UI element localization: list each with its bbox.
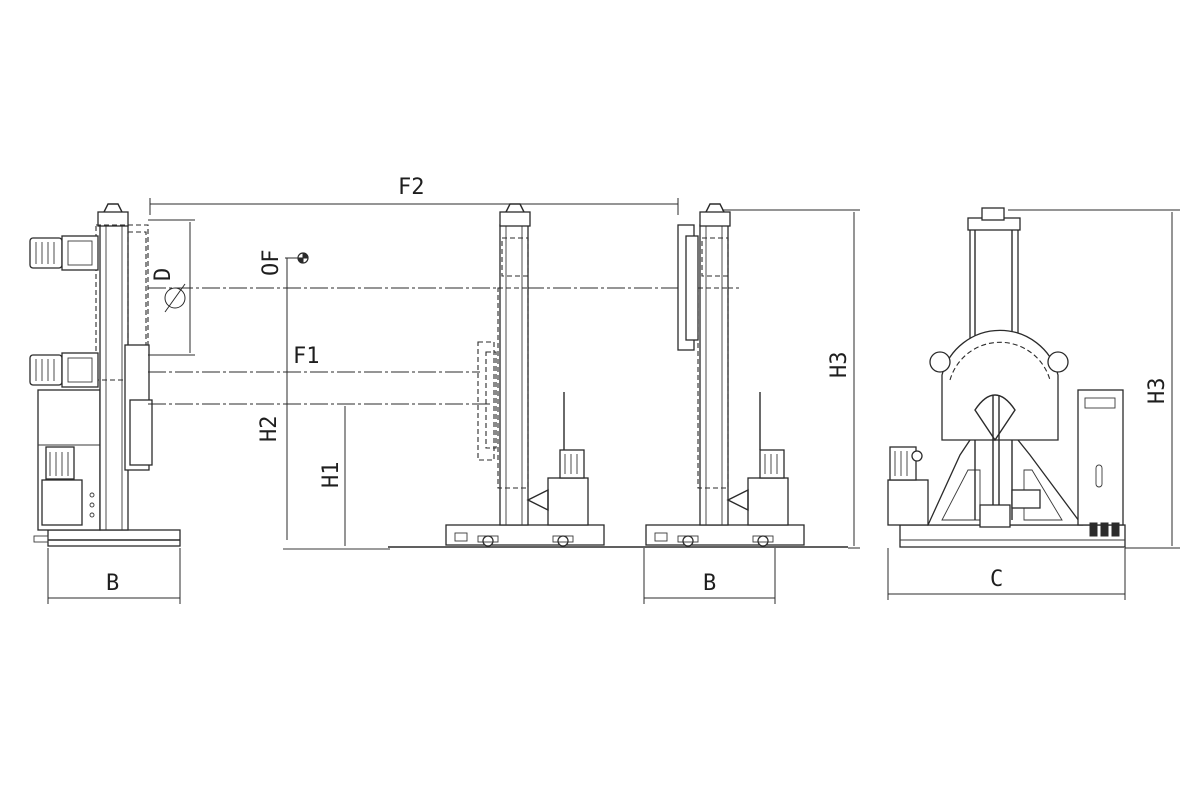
side-connector [1111, 522, 1120, 537]
side-pivot-left [929, 351, 951, 373]
c-dimension: C [887, 548, 1126, 600]
mid2-bracket [726, 488, 749, 512]
left-lower-faceplate [129, 399, 153, 466]
cog-quadrant [302, 252, 309, 259]
side-rod-base [979, 504, 1011, 528]
mid1-hydraulic-unit [547, 477, 589, 526]
side-lifting-hook [974, 394, 1016, 442]
mid1-carriage-top [501, 237, 529, 277]
left-machine-view [29, 203, 181, 547]
h3-right-label: H3 [1145, 378, 1170, 405]
mid2-base [645, 524, 805, 546]
of-marker: OF [259, 250, 309, 540]
pressure-gauge-icon [911, 450, 923, 462]
mid1-motor [559, 449, 585, 479]
mid2-wheel [757, 535, 769, 547]
middle-machine-view-2 [645, 203, 805, 547]
b-right-label: B [703, 571, 716, 596]
left-upper-carriage [95, 224, 149, 381]
mid2-lifting-eye [705, 203, 725, 213]
diameter-slash [164, 283, 186, 313]
b-left-dimension: B [47, 548, 181, 604]
mid1-column-cap [499, 211, 531, 227]
b-right-dimension: B [643, 548, 776, 604]
side-hydraulic-unit [887, 479, 929, 526]
f2-label: F2 [398, 175, 425, 200]
side-cabinet-handle [1095, 464, 1103, 488]
mid2-carriage-top [701, 237, 729, 277]
mid1-faceplate-hub [485, 351, 497, 449]
panel-bolt [89, 502, 95, 508]
cog-quadrant [297, 257, 304, 264]
left-column [99, 224, 129, 531]
h2-label: H2 [257, 416, 282, 443]
f2-dimension: F2 [149, 175, 679, 215]
b-left-label: B [106, 571, 119, 596]
mid1-base [445, 524, 605, 546]
side-turntable-dashes [949, 341, 1051, 381]
h1-label: H1 [319, 462, 344, 489]
mid2-column [699, 224, 729, 526]
mid1-wheel-housing [477, 535, 499, 543]
f1-label: F1 [293, 344, 320, 369]
middle-machine-view-1 [445, 203, 605, 547]
left-hydraulic-motor [45, 446, 75, 480]
left-column-cap [97, 211, 129, 227]
mid1-base-slot [454, 532, 468, 542]
of-label: OF [259, 250, 284, 277]
side-cabinet-vent [1084, 397, 1116, 409]
mid1-wheel [557, 535, 569, 547]
left-lower-motor [29, 354, 63, 386]
left-upper-faceplate [127, 231, 147, 348]
h3-left-dimension: H3 [722, 209, 860, 549]
left-base-foot [33, 535, 49, 543]
mid1-bracket [526, 488, 549, 512]
side-connector [1089, 522, 1098, 537]
mid2-wheel-housing [752, 535, 774, 543]
side-connector [1100, 522, 1109, 537]
left-lifting-eye [103, 203, 123, 213]
h1-dimension: H1 [319, 406, 346, 546]
left-lower-gearbox-detail [67, 357, 93, 383]
side-hydraulic-motor [889, 446, 917, 481]
mid1-faceplate [477, 341, 495, 461]
mid2-wheel-housing [677, 535, 699, 543]
mid2-column-cap [699, 211, 731, 227]
mid2-wheel [682, 535, 694, 547]
side-pivot-right [1047, 351, 1069, 373]
mid1-column [499, 224, 529, 526]
mid2-faceplate-hub [685, 235, 699, 341]
mid1-lifting-eye [505, 203, 525, 213]
left-base-plate [47, 529, 181, 547]
mid1-carriage-travel [497, 287, 529, 489]
left-hydraulic-unit [41, 479, 83, 526]
side-rod-bracket [1011, 489, 1041, 509]
panel-bolt [89, 492, 95, 498]
side-machine-view [887, 207, 1126, 548]
left-upper-gearbox-detail [67, 240, 93, 266]
panel-bolt [89, 512, 95, 518]
left-upper-motor [29, 237, 63, 269]
mid2-hydraulic-unit [747, 477, 789, 526]
h3-left-label: H3 [827, 352, 852, 379]
mid2-carriage-travel [697, 287, 729, 489]
mid1-wheel [482, 535, 494, 547]
side-frame-cutout-left [941, 469, 981, 521]
side-turntable [941, 329, 1059, 441]
h3-right-dimension: H3 [1008, 209, 1180, 549]
h2-dimension: H2 [257, 416, 282, 443]
side-column-top [981, 207, 1005, 221]
mid2-motor [759, 449, 785, 479]
d-label: D [151, 268, 176, 281]
side-control-cabinet [1077, 389, 1124, 526]
c-label: C [990, 567, 1003, 592]
mid2-base-slot [654, 532, 668, 542]
mid1-wheel-housing [552, 535, 574, 543]
side-frame-cutout-right [1023, 469, 1063, 521]
